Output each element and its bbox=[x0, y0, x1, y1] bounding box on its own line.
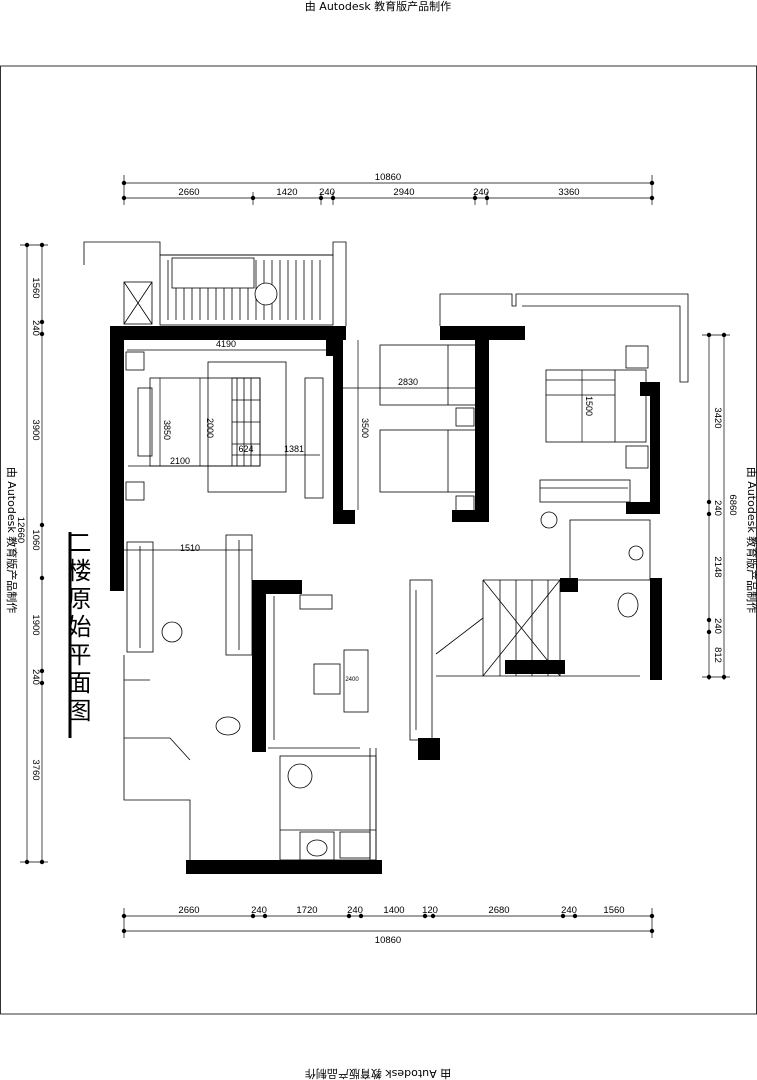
dim-bottom-9: 1560 bbox=[603, 905, 624, 916]
watermark-right: 由 Autodesk 教育版产品制作 bbox=[745, 467, 757, 613]
dim-left-4: 1060 bbox=[30, 529, 41, 550]
dim-right-5: 812 bbox=[712, 647, 723, 663]
dimension-bottom: 2660 240 1720 240 1400 120 2680 240 1560… bbox=[121, 905, 655, 946]
dim-top-total: 10860 bbox=[375, 172, 401, 183]
dim-top-5: 240 bbox=[473, 187, 489, 198]
dim-master-b: 1381 bbox=[284, 444, 304, 454]
dim-bottom-1: 2660 bbox=[178, 905, 199, 916]
walls bbox=[110, 326, 662, 874]
dim-left-1: 1560 bbox=[30, 277, 41, 298]
dim-left-7: 3760 bbox=[30, 759, 41, 780]
dim-bedroom2-depth: 3500 bbox=[360, 418, 370, 438]
dim-top-4: 2940 bbox=[393, 187, 414, 198]
dim-right-3: 2148 bbox=[712, 556, 723, 577]
dim-master-bed-h: 2000 bbox=[205, 418, 215, 438]
furniture bbox=[125, 344, 649, 789]
dim-bottom-2: 240 bbox=[251, 905, 267, 916]
dim-left-5: 1900 bbox=[30, 614, 41, 635]
watermark-bottom: 由 Autodesk 教育版产品制作 bbox=[305, 1067, 451, 1080]
dim-top-3: 240 bbox=[319, 187, 335, 198]
plan-title-text: 二楼原始平面图 bbox=[63, 530, 91, 726]
dim-top-2: 1420 bbox=[276, 187, 297, 198]
dim-bedroom2-width: 2830 bbox=[398, 377, 418, 387]
dim-master-a: 624 bbox=[238, 444, 253, 454]
dim-bottom-4: 240 bbox=[347, 905, 363, 916]
dim-master-bed-w: 2100 bbox=[170, 456, 190, 466]
thin-walls bbox=[83, 241, 689, 861]
watermark-left: 由 Autodesk 教育版产品制作 bbox=[5, 467, 19, 613]
watermark-top: 由 Autodesk 教育版产品制作 bbox=[305, 0, 451, 13]
dim-bottom-8: 240 bbox=[561, 905, 577, 916]
dim-left-3: 3900 bbox=[30, 419, 41, 440]
dim-right-1: 3420 bbox=[712, 407, 723, 428]
dim-right-total: 6860 bbox=[727, 494, 738, 515]
dim-left-2: 240 bbox=[30, 320, 41, 336]
dim-closet-width: 1510 bbox=[180, 543, 200, 553]
dim-master-width: 4190 bbox=[216, 339, 236, 349]
dim-bottom-6: 120 bbox=[422, 905, 438, 916]
dim-top-1: 2660 bbox=[178, 187, 199, 198]
dim-top-6: 3360 bbox=[558, 187, 579, 198]
bedroom2-bed-1 bbox=[379, 344, 479, 406]
dimension-right: 3420 240 2148 240 812 6860 bbox=[702, 332, 738, 680]
dim-bottom-7: 2680 bbox=[488, 905, 509, 916]
dim-bottom-5: 1400 bbox=[383, 905, 404, 916]
dim-left-6: 240 bbox=[30, 669, 41, 685]
dim-bedroom3-bed: 1500 bbox=[584, 396, 594, 416]
dim-right-2: 240 bbox=[712, 500, 723, 516]
bedroom3-bed bbox=[545, 369, 647, 443]
dim-study-desk: 2400 bbox=[345, 677, 359, 683]
dimension-top: 10860 2660 1420 240 2940 240 3360 bbox=[121, 172, 655, 205]
room-dimensions: 4190 2000 2100 3850 624 1381 2830 3500 1… bbox=[124, 339, 594, 683]
bedroom2-bed-2 bbox=[379, 429, 479, 493]
dim-right-4: 240 bbox=[712, 618, 723, 634]
dim-bottom-3: 1720 bbox=[296, 905, 317, 916]
plan-title: 二楼原始平面图 bbox=[63, 530, 91, 738]
dim-bottom-total: 10860 bbox=[375, 935, 401, 946]
dimension-left: 12660 1560 240 3900 1060 1900 240 3760 bbox=[15, 242, 48, 865]
dim-left-total: 12660 bbox=[15, 517, 26, 543]
dim-master-depth: 3850 bbox=[162, 420, 172, 440]
